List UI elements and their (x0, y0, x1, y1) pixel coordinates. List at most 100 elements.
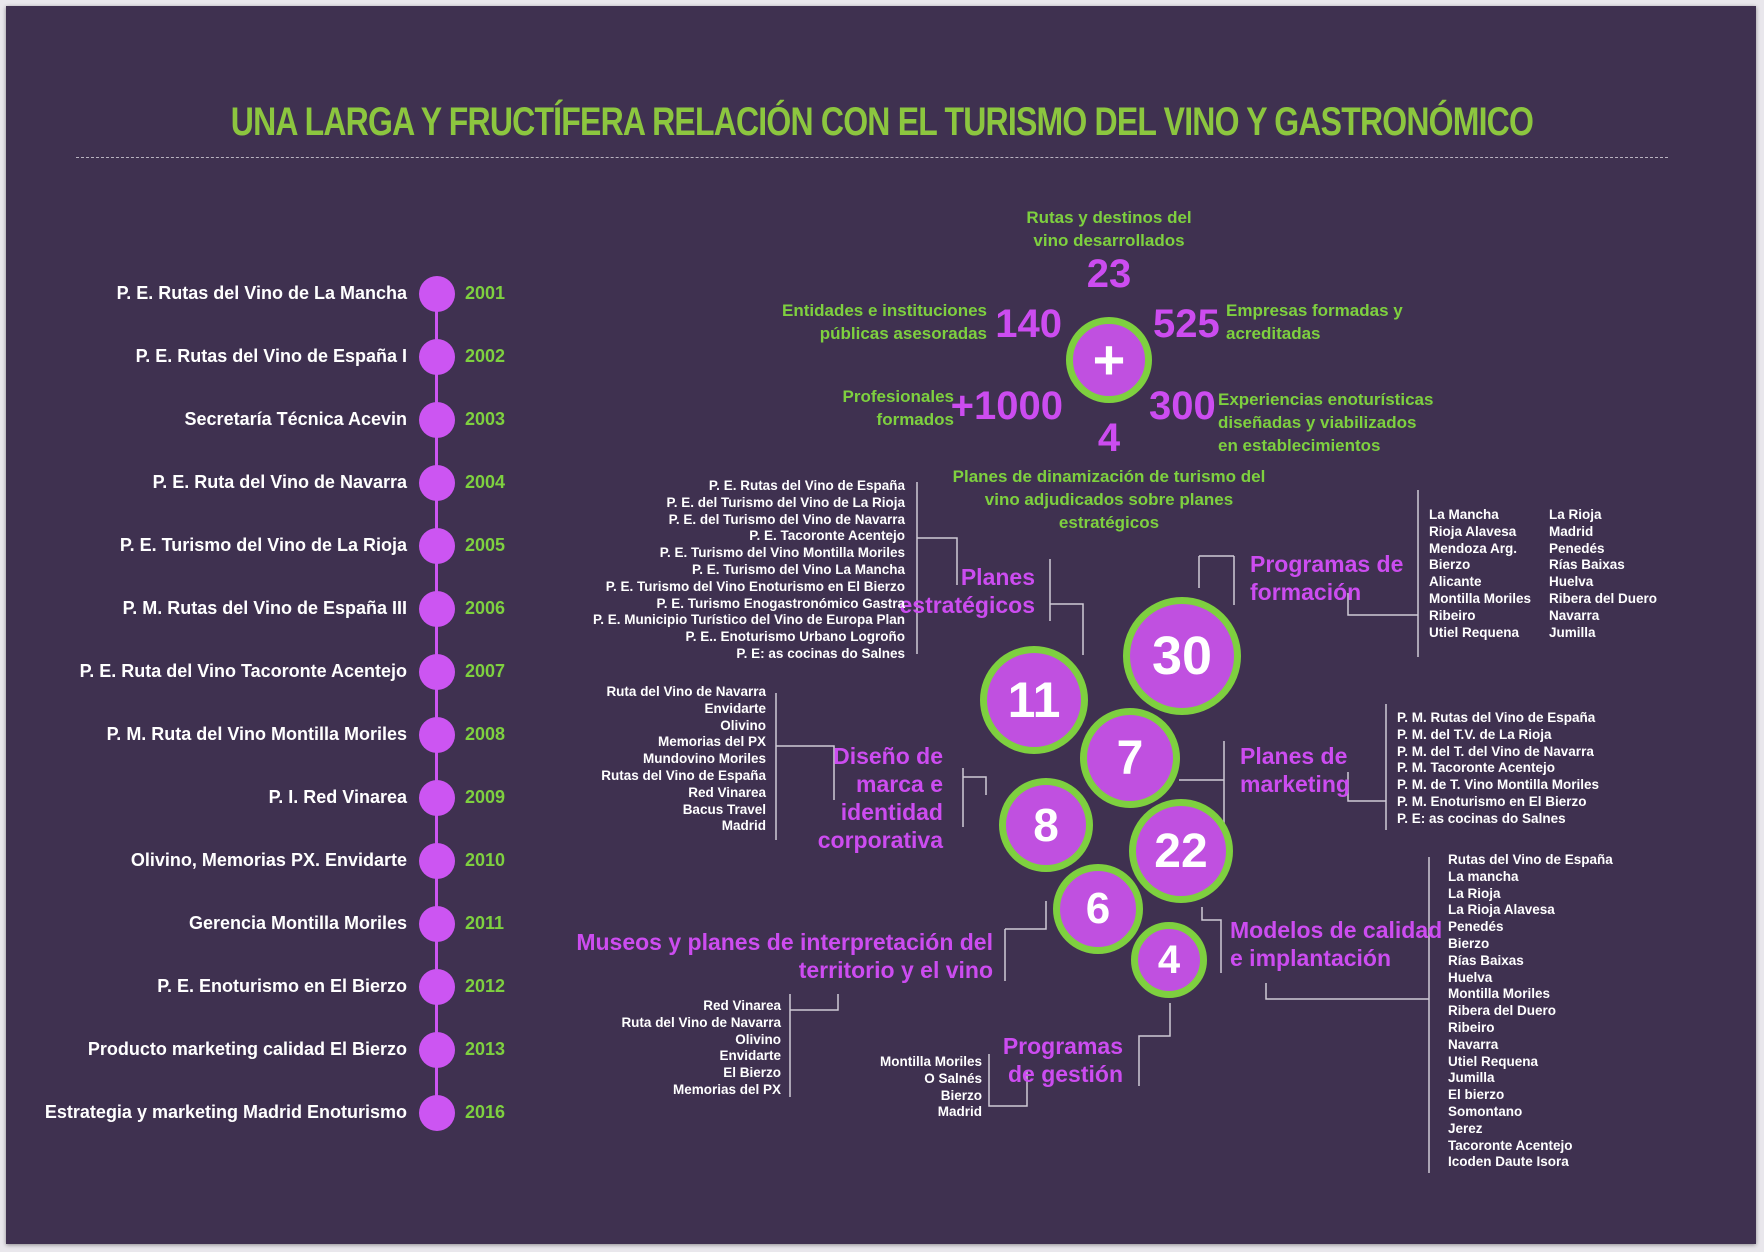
list-item: Rías Baixas (1448, 952, 1524, 968)
list-item: Olivino (720, 717, 766, 733)
list-item: Navarra (1549, 607, 1600, 623)
list-item: O Salnés (924, 1070, 982, 1086)
list-item: P. E: as cocinas do Salnes (1397, 810, 1566, 826)
timeline-year: 2005 (465, 535, 506, 555)
group-title-line: Programas de (1250, 551, 1404, 577)
list-item: Ruta del Vino de Navarra (606, 684, 766, 699)
timeline-year: 2010 (465, 850, 506, 870)
list-item: P. E. Rutas del Vino de España (708, 478, 905, 493)
timeline-dot (419, 1032, 455, 1068)
group-title-line: formación (1250, 579, 1362, 605)
timeline-dot (419, 906, 455, 942)
page-title-text: UNA LARGA Y FRUCTÍFERA RELACIÓN CON EL T… (230, 100, 1534, 144)
timeline-label: P. I. Red Vinarea (268, 787, 407, 807)
list-item: Rioja Alavesa (1429, 523, 1517, 539)
list-item: P. M. del T.V. de La Rioja (1397, 726, 1552, 742)
list-item: Jumilla (1448, 1070, 1495, 1086)
list-item: Envidarte (704, 700, 766, 716)
timeline-label: P. E. Rutas del Vino de La Mancha (116, 283, 407, 303)
group-title-line: Planes de (1240, 743, 1348, 769)
timeline-label: Producto marketing calidad El Bierzo (87, 1039, 407, 1059)
timeline-dot (419, 276, 455, 312)
timeline-year: 2012 (465, 976, 506, 996)
stat-profesionales-label: Profesionales formados (843, 385, 955, 431)
stat-experiencias-label-line: en establecimientos (1218, 436, 1381, 455)
timeline-dot (419, 339, 455, 375)
stat-planes-dinamizacion-label-line: estratégicos (1058, 513, 1160, 532)
list-item: La mancha (1448, 868, 1519, 884)
list-item: Ribeiro (1429, 607, 1476, 623)
stat-entidades-value: 140 (995, 302, 1062, 346)
group-title-line: marca e (856, 771, 943, 797)
list-item: P. E. Tacoronte Acentejo (749, 528, 905, 544)
list-item: Memorias del PX (657, 734, 766, 750)
list-item: Rutas del Vino de España (1448, 852, 1613, 867)
list-item: Bierzo (1448, 935, 1490, 951)
count-circle-diseno: 8 (999, 778, 1093, 872)
list-item: La Rioja (1549, 507, 1602, 522)
list-item: Bacus Travel (682, 801, 766, 817)
list-item: Penedés (1448, 919, 1504, 935)
group-title-line: Modelos de calidad (1230, 917, 1443, 943)
group-title-gestion: Programas de gestión (1003, 1032, 1123, 1088)
group-title-line: Planes (960, 564, 1035, 590)
group-title-museos: Museos y planes de interpretación del te… (576, 928, 993, 984)
timeline-year: 2007 (465, 661, 506, 681)
list-item: Somontano (1448, 1103, 1523, 1119)
group-title-line: corporativa (817, 827, 943, 853)
timeline-dot (419, 717, 455, 753)
list-item: Ribeiro (1448, 1019, 1495, 1035)
list-item: El Bierzo (723, 1065, 781, 1081)
timeline-dot (419, 969, 455, 1005)
count-circle-planes-estrategicos: 11 (980, 646, 1088, 754)
timeline-dot (419, 654, 455, 690)
group-title-modelos: Modelos de calidad e implantación (1230, 916, 1442, 972)
timeline-label: P. E. Turismo del Vino de La Rioja (119, 535, 407, 555)
group-title-line: Museos y planes de interpretación del (576, 929, 993, 955)
list-item: P. E. Turismo Enogastronómico Gastra (656, 595, 905, 611)
stat-profesionales-label-line: Profesionales (842, 387, 955, 406)
stat-empresas-label-line: Empresas formadas y (1226, 301, 1403, 320)
count-circle-gestion: 4 (1131, 922, 1207, 998)
timeline-label: P. M. Rutas del Vino de España III (122, 598, 407, 618)
title-divider (76, 157, 1668, 158)
list-item: Ribera del Duero (1549, 590, 1658, 606)
list-item: Olivino (735, 1031, 781, 1047)
timeline-label: P. E. Ruta del Vino de Navarra (152, 472, 407, 492)
list-item: Madrid (721, 818, 766, 834)
list-item: P. M. Rutas del Vino de España (1397, 710, 1596, 725)
group-title-line: e implantación (1230, 945, 1392, 971)
stat-empresas-label: Empresas formadas y acreditadas (1226, 299, 1403, 345)
timeline-label: Estrategia y marketing Madrid Enoturismo (44, 1102, 407, 1122)
infographic-panel (6, 6, 1756, 1244)
stat-entidades-label: Entidades e instituciones públicas aseso… (782, 299, 987, 345)
list-item: P. E. Turismo del Vino La Mancha (691, 561, 905, 577)
list-item: El bierzo (1448, 1087, 1505, 1103)
stat-rutas-label: Rutas y destinos del vino desarrollados (1009, 206, 1209, 252)
list-item: Mundovino Moriles (643, 751, 766, 767)
stat-entidades-label-line: públicas asesoradas (819, 324, 987, 343)
timeline-dot (419, 1095, 455, 1131)
count-circle-museos: 6 (1053, 864, 1143, 954)
list-item: Red Vinarea (703, 998, 781, 1013)
list-item: Bierzo (1429, 557, 1471, 573)
timeline-year: 2011 (465, 913, 505, 933)
list-item: Tacoronte Acentejo (1448, 1137, 1573, 1153)
group-title-line: Programas (1002, 1033, 1123, 1059)
list-item: Utiel Requena (1429, 624, 1520, 640)
list-item: Mendoza Arg. (1429, 540, 1518, 556)
list-item: P. M. de T. Vino Montilla Moriles (1397, 777, 1600, 793)
list-item: P. E. Turismo del Vino Enoturismo en El … (605, 578, 905, 594)
list-item: Ribera del Duero (1448, 1003, 1557, 1019)
list-item: Memorias del PX (672, 1081, 781, 1097)
timeline-year: 2002 (465, 346, 506, 366)
page-title: UNA LARGA Y FRUCTÍFERA RELACIÓN CON EL T… (0, 100, 1764, 145)
group-title-diseno: Diseño de marca e identidad corporativa (818, 742, 943, 854)
